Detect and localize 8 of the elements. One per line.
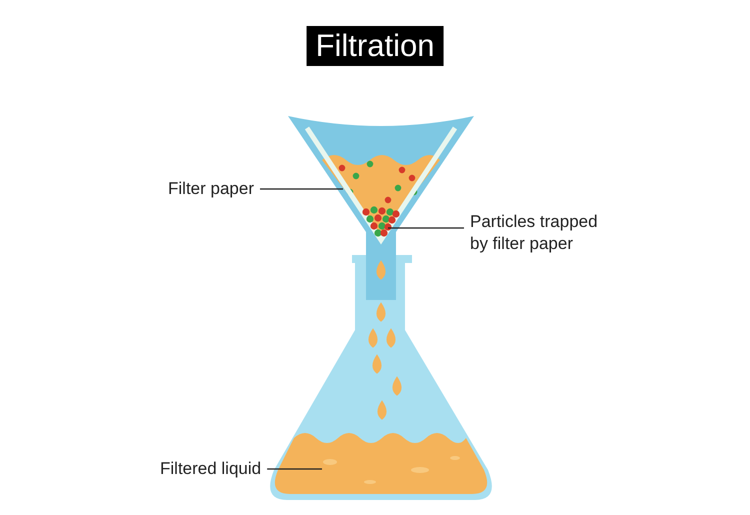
filter-paper-drawing (304, 126, 458, 245)
title: Filtration (306, 26, 444, 66)
part-label: Particles trapped by filter paper (470, 211, 620, 255)
part-label: Filtered liquid (160, 458, 262, 480)
filtered-liquid-drawing (274, 433, 488, 494)
leader-line (388, 227, 464, 229)
part-label: Filter paper (168, 178, 254, 200)
leader-line (260, 188, 343, 190)
